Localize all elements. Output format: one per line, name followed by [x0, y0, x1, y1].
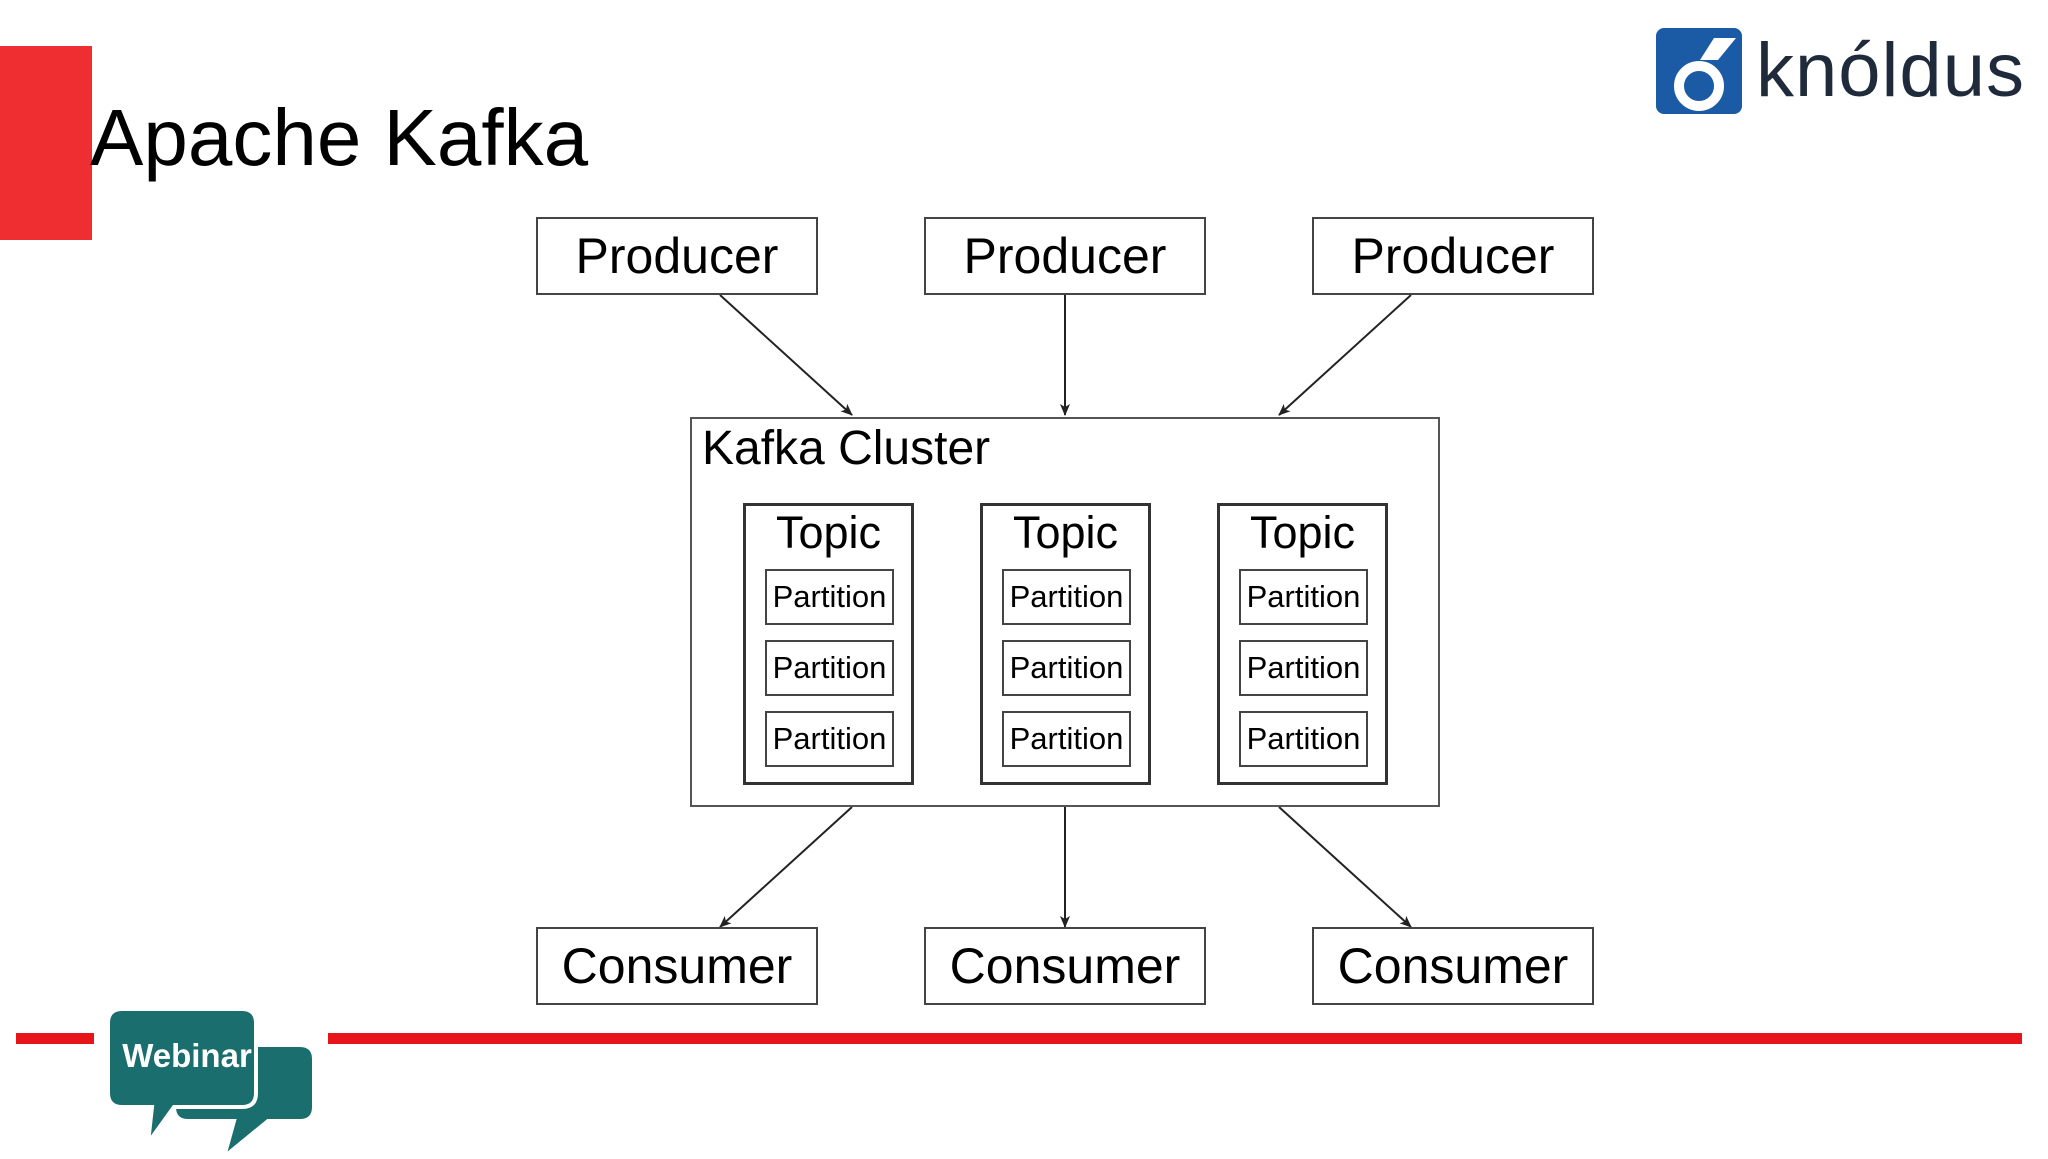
consumer-box-3: Consumer: [1312, 927, 1594, 1005]
producer-box-2: Producer: [924, 217, 1206, 295]
producer-box-1: Producer: [536, 217, 818, 295]
cluster-label: Kafka Cluster: [702, 422, 991, 475]
producer-label: Producer: [1351, 228, 1555, 284]
partition-box: Partition: [1002, 640, 1131, 696]
partition-box: Partition: [1239, 711, 1368, 767]
partition-label: Partition: [1009, 721, 1124, 756]
footer-line-left: [16, 1033, 94, 1044]
partition-label: Partition: [772, 721, 887, 756]
partition-label: Partition: [1246, 721, 1361, 756]
partition-label: Partition: [772, 579, 887, 614]
kafka-cluster: Kafka Cluster Topic Partition Partition …: [690, 417, 1440, 807]
partition-box: Partition: [765, 569, 894, 625]
arrow-cluster-to-consumer-3: [1278, 806, 1412, 928]
producer-label: Producer: [963, 228, 1167, 284]
producer-label: Producer: [575, 228, 779, 284]
partition-label: Partition: [1009, 650, 1124, 685]
topic-2: Topic Partition Partition Partition: [980, 503, 1151, 785]
webinar-label: Webinar: [122, 1037, 252, 1074]
consumer-label: Consumer: [561, 938, 793, 994]
arrow-producer-3-to-cluster: [1278, 294, 1412, 416]
topic-label: Topic: [1012, 507, 1119, 558]
speech-bubble-icon: [106, 1007, 316, 1159]
partition-label: Partition: [1246, 579, 1361, 614]
topic-label: Topic: [1249, 507, 1356, 558]
partition-box: Partition: [1239, 569, 1368, 625]
topic-label: Topic: [775, 507, 882, 558]
arrow-producer-1-to-cluster: [719, 294, 853, 416]
partition-box: Partition: [1002, 711, 1131, 767]
arrow-cluster-to-consumer-1: [719, 806, 853, 928]
consumer-box-2: Consumer: [924, 927, 1206, 1005]
partition-box: Partition: [765, 711, 894, 767]
title-accent-bar: [0, 46, 92, 240]
partition-box: Partition: [1002, 569, 1131, 625]
topic-1: Topic Partition Partition Partition: [743, 503, 914, 785]
logo-wordmark: knóldus: [1756, 28, 2025, 113]
partition-box: Partition: [765, 640, 894, 696]
knoldus-logo: knóldus: [1656, 26, 2025, 116]
topic-3: Topic Partition Partition Partition: [1217, 503, 1388, 785]
footer-line-right: [328, 1033, 2022, 1044]
producer-box-3: Producer: [1312, 217, 1594, 295]
webinar-badge: Webinar: [104, 1007, 320, 1159]
consumer-label: Consumer: [1337, 938, 1569, 994]
partition-label: Partition: [1246, 650, 1361, 685]
consumer-label: Consumer: [949, 938, 1181, 994]
consumer-box-1: Consumer: [536, 927, 818, 1005]
knoldus-logo-icon: [1656, 28, 1742, 114]
partition-label: Partition: [1009, 579, 1124, 614]
partition-label: Partition: [772, 650, 887, 685]
partition-box: Partition: [1239, 640, 1368, 696]
slide-title: Apache Kafka: [90, 93, 589, 182]
